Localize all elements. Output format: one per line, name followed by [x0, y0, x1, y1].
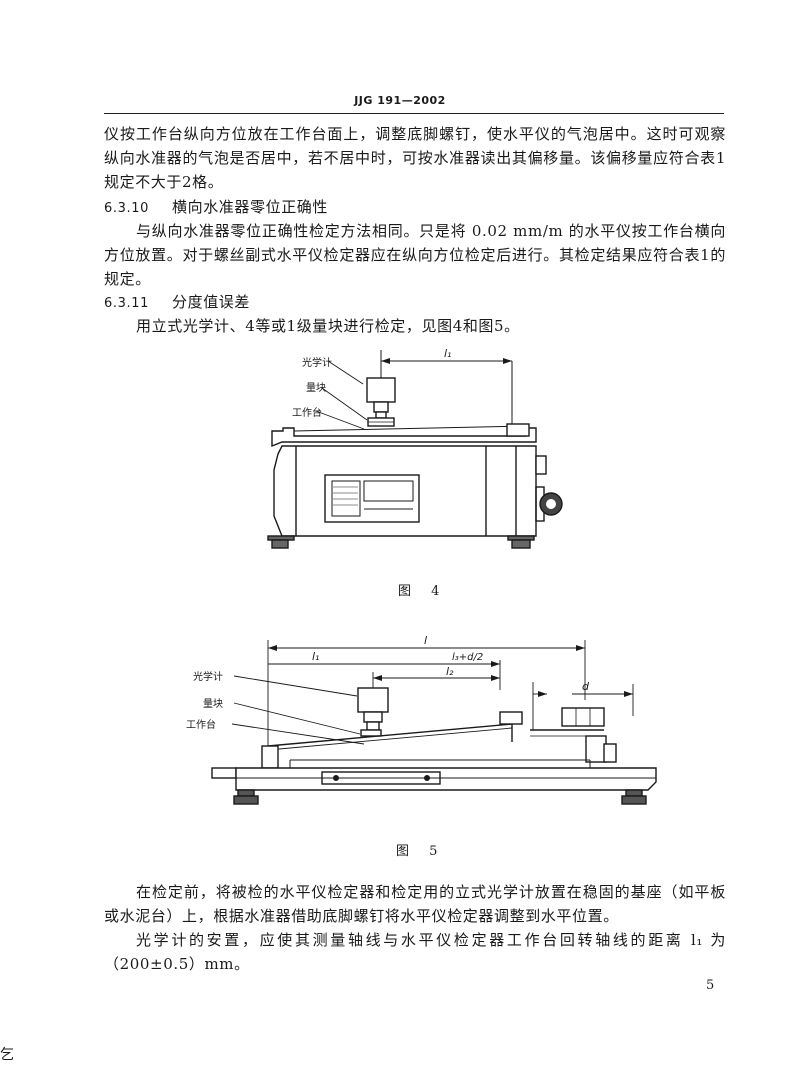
- header-rule: [104, 113, 724, 114]
- fig4-label-table: 工作台: [292, 406, 322, 419]
- fig5-dim-l2: l₂: [446, 665, 454, 678]
- fig5-label-table: 工作台: [186, 718, 216, 731]
- section-6-3-10: 6.3.10 横向水准器零位正确性: [104, 196, 328, 217]
- fig5-dim-d: d: [582, 680, 590, 693]
- fig4-label-block: 量块: [306, 382, 326, 394]
- section-title: 横向水准器零位正确性: [172, 198, 329, 216]
- fig5-dim-l1: l₁: [312, 650, 319, 663]
- section-title: 分度值误差: [172, 293, 251, 311]
- corner-mark: 乞: [0, 1047, 14, 1063]
- figure-4-caption: 图 4: [398, 584, 448, 599]
- fig5-dim-l: l: [424, 634, 427, 647]
- page-header-code: JJG 191—2002: [354, 94, 446, 107]
- page-number: 5: [706, 978, 715, 993]
- section-6-3-11: 6.3.11 分度值误差: [104, 291, 250, 312]
- section-number: 6.3.10: [104, 201, 149, 216]
- paragraph-continued: 仪按工作台纵向方位放在工作台面上，调整底脚螺钉，使水平仪的气泡居中。这时可观察纵…: [104, 125, 726, 191]
- fig4-dim-l1: l₁: [444, 347, 451, 360]
- paragraph-6-3-11: 用立式光学计、4等或1级量块进行检定，见图4和图5。: [136, 317, 520, 335]
- figure-5-caption: 图 5: [396, 844, 446, 859]
- fig5-label-block: 量块: [203, 698, 223, 710]
- fig5-label-optical: 光学计: [193, 670, 223, 683]
- paragraph-before-calibration: 在检定前，将被检的水平仪检定器和检定用的立式光学计放置在稳固的基座（如平板或水泥…: [104, 883, 726, 925]
- paragraph-6-3-10: 与纵向水准器零位正确性检定方法相同。只是将 0.02 mm/m 的水平仪按工作台…: [104, 222, 726, 288]
- fig5-dim-l3d2: l₃+d/2: [452, 652, 483, 663]
- paragraph-optical-setup: 光学计的安置，应使其测量轴线与水平仪检定器工作台回转轴线的距离 l₁ 为（200…: [104, 931, 726, 973]
- section-number: 6.3.11: [104, 296, 149, 311]
- fig4-label-optical: 光学计: [302, 356, 332, 369]
